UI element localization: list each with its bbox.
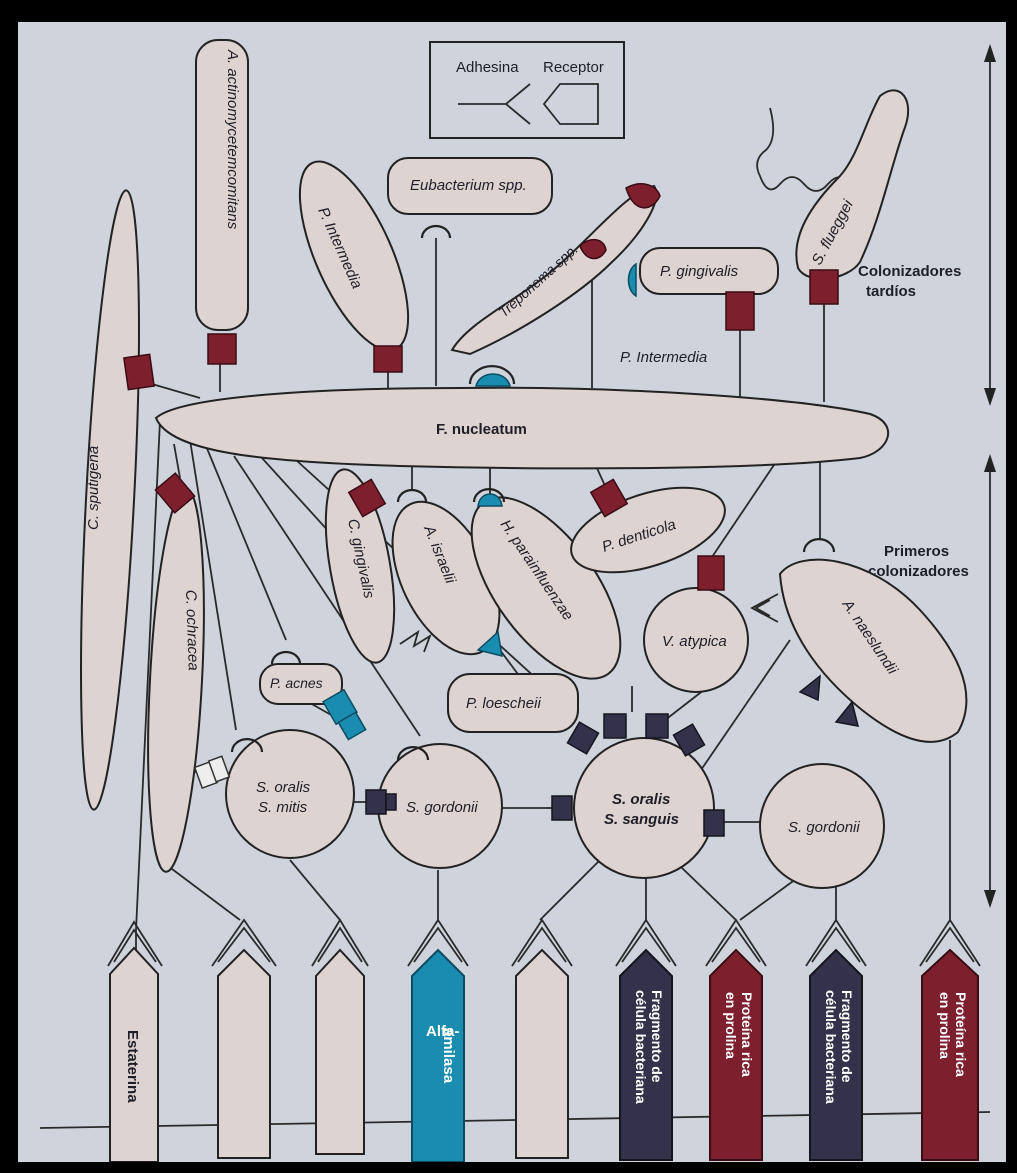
receptor-pillar-5 — [516, 950, 568, 1158]
receptor-v-atypica-link — [752, 594, 778, 622]
adhesin-navy-1b — [386, 794, 396, 810]
adhesin-navy-5 — [604, 714, 626, 738]
adhesin-navy-3 — [704, 810, 724, 836]
adhesin-c-sputigena — [124, 354, 154, 389]
adhesin-h-parainfluenzae — [478, 494, 502, 506]
label-alfa-amilasa-2: amilasa — [440, 1028, 457, 1084]
label-s-gordonii-1: S. gordonii — [406, 799, 478, 816]
label-p-acnes: P. acnes — [270, 675, 323, 691]
adhesin-a-naeslundii-1 — [800, 676, 820, 700]
label-s-gordonii-2: S. gordonii — [788, 819, 860, 836]
label-fragmento-2a: Fragmento de — [839, 990, 855, 1083]
receptor-eubacterium — [422, 226, 450, 238]
label-estaterina: Estaterina — [124, 1030, 141, 1103]
adhesin-navy-1 — [366, 790, 386, 814]
label-eubacterium: Eubacterium spp. — [410, 177, 527, 194]
label-f-nucleatum: F. nucleatum — [436, 421, 527, 438]
late-zone-arrow — [984, 44, 996, 406]
adhesin-teal-fn — [476, 374, 510, 386]
label-proteina-1a: Proteína rica — [739, 992, 755, 1077]
receptor-pillar-3 — [316, 950, 364, 1154]
receptor-a-naeslundii — [804, 539, 834, 552]
early-zone-arrow — [984, 454, 996, 908]
label-c-sputigena: C. sputigena — [85, 446, 102, 530]
zigzag-link — [400, 632, 430, 652]
legend-receptor-label: Receptor — [543, 59, 604, 76]
adhesin-p-gingivalis — [726, 292, 754, 330]
label-proteina-1b: en prolina — [723, 992, 739, 1059]
legend: Adhesina Receptor — [430, 42, 624, 138]
receptor-p-acnes — [272, 652, 300, 664]
label-a-actinomycetemcomitans: A. actinomycetemcomitans — [224, 49, 241, 230]
label-proteina-2b: en prolina — [937, 992, 953, 1059]
adhesin-s-flueggei — [810, 270, 838, 304]
adhesin-a-naeslundii-2 — [836, 702, 858, 726]
label-v-atypica: V. atypica — [662, 633, 727, 650]
late-colonizers-label: Colonizadores tardíos — [858, 263, 966, 300]
label-p-intermedia-text: P. Intermedia — [620, 349, 707, 366]
diagram-sheet: Adhesina Receptor Colonizadores tardíos … — [18, 22, 1006, 1162]
early-colonizers-label: Primeros colonizadores — [868, 543, 969, 580]
adhesin-navy-4 — [567, 722, 598, 754]
label-proteina-2a: Proteína rica — [953, 992, 969, 1077]
cell-c-ochracea — [140, 487, 212, 873]
label-p-gingivalis: P. gingivalis — [660, 263, 739, 280]
adhesin-p-gingivalis-teal — [629, 264, 637, 296]
cell-s-oralis-s-sanguis — [574, 738, 714, 878]
label-fragmento-1a: Fragmento de — [649, 990, 665, 1083]
adhesin-navy-2 — [552, 796, 572, 820]
receptor-symbol — [544, 84, 598, 124]
legend-adhesin-label: Adhesina — [456, 59, 519, 76]
adhesin-a-actino — [208, 334, 236, 364]
label-fragmento-2b: célula bacteriana — [823, 990, 839, 1104]
coaggregation-diagram: Adhesina Receptor Colonizadores tardíos … — [18, 22, 1006, 1162]
adhesin-navy-6 — [646, 714, 668, 738]
cell-c-sputigena — [70, 189, 150, 811]
adhesin-v-atypica — [698, 556, 724, 590]
label-c-ochracea: C. ochracea — [182, 590, 202, 671]
label-p-loescheii: P. loescheii — [466, 695, 541, 712]
receptor-pillar-2 — [218, 950, 270, 1158]
label-fragmento-1b: célula bacteriana — [633, 990, 649, 1104]
receptor-a-israelii — [398, 490, 426, 502]
adhesin-symbol — [458, 84, 530, 124]
adhesin-p-intermedia — [374, 346, 402, 372]
